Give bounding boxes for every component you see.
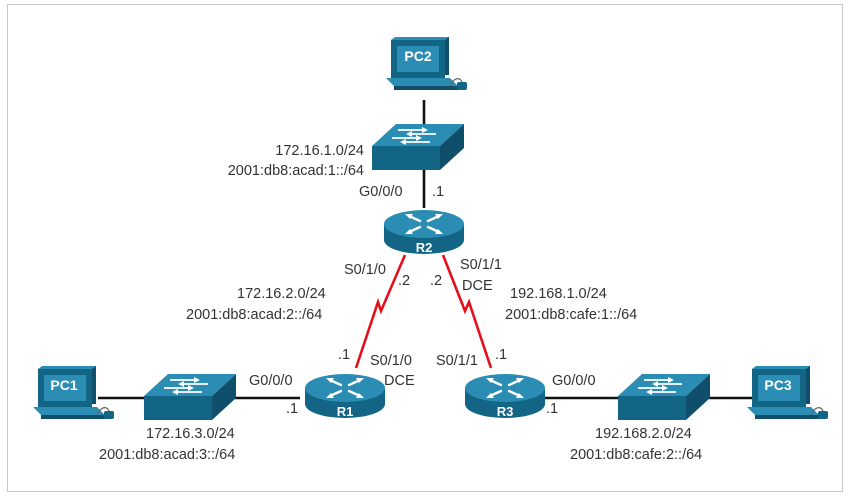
switch-icon	[617, 373, 711, 421]
r1-s010-label: S0/1/0	[370, 353, 412, 369]
net-r2-r3-ipv6: 2001:db8:cafe:1::/64	[505, 307, 638, 323]
r1-s010-dce: DCE	[384, 373, 415, 389]
net-lan-r1-ipv4: 172.16.3.0/24	[146, 426, 235, 442]
r1-s010-host: .1	[338, 347, 351, 363]
r2-s010-host: .2	[398, 273, 411, 289]
r3-s011-host: .1	[495, 347, 508, 363]
r3-g000-label: G0/0/0	[552, 373, 596, 389]
net-lan-r3-ipv6: 2001:db8:cafe:2::/64	[570, 447, 703, 463]
serial-link-r2-r1	[354, 254, 407, 369]
r2-s011-dce: DCE	[462, 278, 493, 294]
serial-links	[354, 254, 493, 369]
ethernet-links	[98, 100, 760, 400]
r1-g000-label: G0/0/0	[249, 373, 293, 389]
r3-s011-label: S0/1/1	[436, 353, 478, 369]
serial-link-r2-r3	[441, 254, 493, 369]
r3-label: R3	[497, 404, 514, 419]
r1-label: R1	[337, 404, 354, 419]
r2-s010-label: S0/1/0	[344, 262, 386, 278]
pc3-label: PC3	[764, 377, 791, 393]
net-lan-r3-ipv4: 192.168.2.0/24	[595, 426, 692, 442]
r2-g000-label: G0/0/0	[359, 184, 403, 200]
switch-icon	[143, 373, 237, 421]
pc2-label: PC2	[404, 48, 431, 64]
net-lan-r2-ipv4: 172.16.1.0/24	[275, 143, 364, 159]
r2-g000-host: .1	[432, 184, 445, 200]
switch-icon	[371, 123, 465, 171]
net-lan-r1-ipv6: 2001:db8:acad:3::/64	[99, 447, 236, 463]
r3-g000-host: .1	[546, 401, 559, 417]
r2-s011-host: .2	[430, 273, 443, 289]
pc1-label: PC1	[50, 377, 77, 393]
r1-g000-host: .1	[286, 401, 299, 417]
r2-label: R2	[416, 240, 433, 255]
net-r1-r2-ipv6: 2001:db8:acad:2::/64	[186, 307, 323, 323]
net-r1-r2-ipv4: 172.16.2.0/24	[237, 286, 326, 302]
net-lan-r2-ipv6: 2001:db8:acad:1::/64	[227, 163, 364, 179]
net-r2-r3-ipv4: 192.168.1.0/24	[510, 286, 607, 302]
r2-s011-label: S0/1/1	[460, 257, 502, 273]
